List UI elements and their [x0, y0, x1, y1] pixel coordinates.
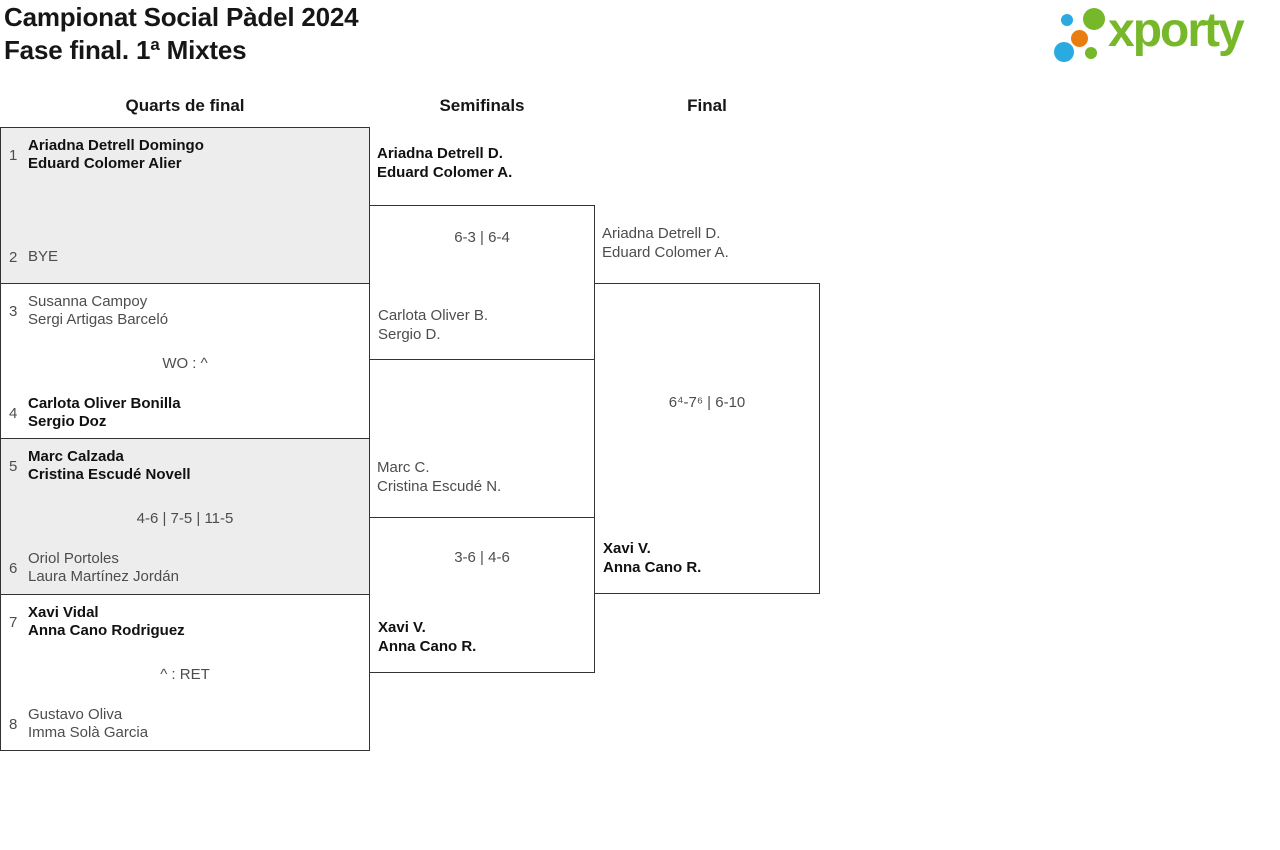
match-score: ^ : RET: [160, 666, 210, 683]
team-names: Xavi Vidal Anna Cano Rodriguez: [28, 604, 185, 640]
match-score: 6-3 | 6-4: [454, 229, 510, 246]
team-name-line: Marc Calzada: [28, 448, 124, 465]
seed-number: 3: [9, 302, 18, 320]
team-name-line: Susanna Campoy: [28, 293, 148, 310]
logo-dot-icon: [1083, 8, 1105, 30]
team-slot: 7 Xavi Vidal Anna Cano Rodriguez: [9, 604, 361, 640]
team-name-line: BYE: [28, 248, 59, 265]
team-names: Carlota Oliver Bonilla Sergio Doz: [28, 395, 181, 431]
match-box-qf1[interactable]: 1 Ariadna Detrell Domingo Eduard Colomer…: [0, 127, 370, 284]
team-slot: 1 Ariadna Detrell Domingo Eduard Colomer…: [9, 137, 361, 173]
team-names: Oriol Portoles Laura Martínez Jordán: [28, 550, 179, 586]
team-name-line: Laura Martínez Jordán: [28, 568, 179, 585]
team-name-line: Cristina Escudé N.: [377, 478, 502, 495]
team-slot: 6 Oriol Portoles Laura Martínez Jordán: [9, 550, 361, 586]
team-slot: 4 Carlota Oliver Bonilla Sergio Doz: [9, 395, 361, 431]
team-name-line: Anna Cano R.: [603, 559, 702, 576]
page-title: Campionat Social Pàdel 2024 Fase final. …: [4, 1, 359, 67]
match-box-qf3[interactable]: 5 Marc Calzada Cristina Escudé Novell 4-…: [0, 438, 370, 595]
xporty-logo-text: xporty: [1108, 4, 1245, 57]
team-name-line: Xavi Vidal: [28, 604, 99, 621]
team-name-line: Cristina Escudé Novell: [28, 466, 191, 483]
team-names: BYE: [28, 248, 58, 266]
team-name-line: Carlota Oliver B.: [378, 307, 489, 324]
final-bottom-team: Xavi V. Anna Cano R.: [603, 539, 701, 577]
team-names: Ariadna Detrell Domingo Eduard Colomer A…: [28, 137, 204, 173]
tournament-title: Campionat Social Pàdel 2024: [4, 2, 359, 32]
logo-dot-icon: [1085, 47, 1097, 59]
seed-number: 2: [9, 248, 18, 266]
seed-number: 7: [9, 613, 18, 631]
team-name-line: Carlota Oliver Bonilla: [28, 395, 181, 412]
team-name-line: Eduard Colomer Alier: [28, 155, 182, 172]
team-name-line: Imma Solà Garcia: [28, 724, 149, 741]
xporty-logo[interactable]: xporty: [1050, 0, 1280, 70]
team-slot: 5 Marc Calzada Cristina Escudé Novell: [9, 448, 361, 484]
round-header-semifinals: Semifinals: [439, 96, 525, 115]
round-header-quarterfinals: Quarts de final: [125, 96, 245, 115]
team-slot: 3 Susanna Campoy Sergi Artigas Barceló: [9, 293, 361, 329]
team-names: Gustavo Oliva Imma Solà Garcia: [28, 706, 148, 742]
match-score: 3-6 | 4-6: [454, 549, 510, 566]
match-box-sf2[interactable]: 3-6 | 4-6 Xavi V. Anna Cano R.: [369, 517, 595, 673]
match-score: 6⁴-7⁶ | 6-10: [668, 394, 746, 411]
seed-number: 5: [9, 457, 18, 475]
team-names: Marc Calzada Cristina Escudé Novell: [28, 448, 191, 484]
match-box-final[interactable]: 6⁴-7⁶ | 6-10 Xavi V. Anna Cano R.: [594, 283, 820, 594]
team-name-line: Anna Cano R.: [378, 638, 477, 655]
team-name-line: Eduard Colomer A.: [602, 244, 729, 261]
sf1-bottom-team: Carlota Oliver B. Sergio D.: [378, 306, 488, 344]
seed-number: 1: [9, 146, 18, 164]
team-name-line: Ariadna Detrell Domingo: [28, 137, 204, 154]
team-names: Susanna Campoy Sergi Artigas Barceló: [28, 293, 168, 329]
match-box-qf4[interactable]: 7 Xavi Vidal Anna Cano Rodriguez ^ : RET…: [0, 594, 370, 751]
team-name-line: Anna Cano Rodriguez: [28, 622, 185, 639]
team-name-line: Marc C.: [377, 459, 430, 476]
final-top-team: Ariadna Detrell D. Eduard Colomer A.: [602, 224, 729, 262]
team-name-line: Oriol Portoles: [28, 550, 119, 567]
match-score: WO : ^: [162, 355, 208, 372]
sf1-top-team: Ariadna Detrell D. Eduard Colomer A.: [377, 144, 512, 182]
team-slot: 2 BYE: [9, 239, 361, 275]
team-name-line: Sergio D.: [378, 326, 441, 343]
team-slot: 8 Gustavo Oliva Imma Solà Garcia: [9, 706, 361, 742]
team-name-line: Ariadna Detrell D.: [602, 225, 721, 242]
match-box-sf1[interactable]: 6-3 | 6-4 Carlota Oliver B. Sergio D.: [369, 205, 595, 360]
team-name-line: Eduard Colomer A.: [377, 164, 513, 181]
seed-number: 6: [9, 559, 18, 577]
team-name-line: Xavi V.: [378, 619, 426, 636]
team-name-line: Ariadna Detrell D.: [377, 145, 503, 162]
match-score: 4-6 | 7-5 | 11-5: [136, 510, 234, 527]
team-name-line: Sergio Doz: [28, 413, 107, 430]
logo-dot-icon: [1061, 14, 1073, 26]
logo-dot-icon: [1054, 42, 1074, 62]
tournament-subtitle: Fase final. 1ª Mixtes: [4, 35, 247, 65]
team-name-line: Sergi Artigas Barceló: [28, 311, 169, 328]
round-header-final: Final: [687, 96, 727, 115]
sf2-bottom-team: Xavi V. Anna Cano R.: [378, 618, 476, 656]
seed-number: 8: [9, 715, 18, 733]
seed-number: 4: [9, 404, 18, 422]
team-name-line: Gustavo Oliva: [28, 706, 123, 723]
logo-dot-icon: [1071, 30, 1088, 47]
match-box-qf2[interactable]: 3 Susanna Campoy Sergi Artigas Barceló W…: [0, 283, 370, 439]
sf2-top-team: Marc C. Cristina Escudé N.: [377, 458, 501, 496]
team-name-line: Xavi V.: [603, 540, 651, 557]
